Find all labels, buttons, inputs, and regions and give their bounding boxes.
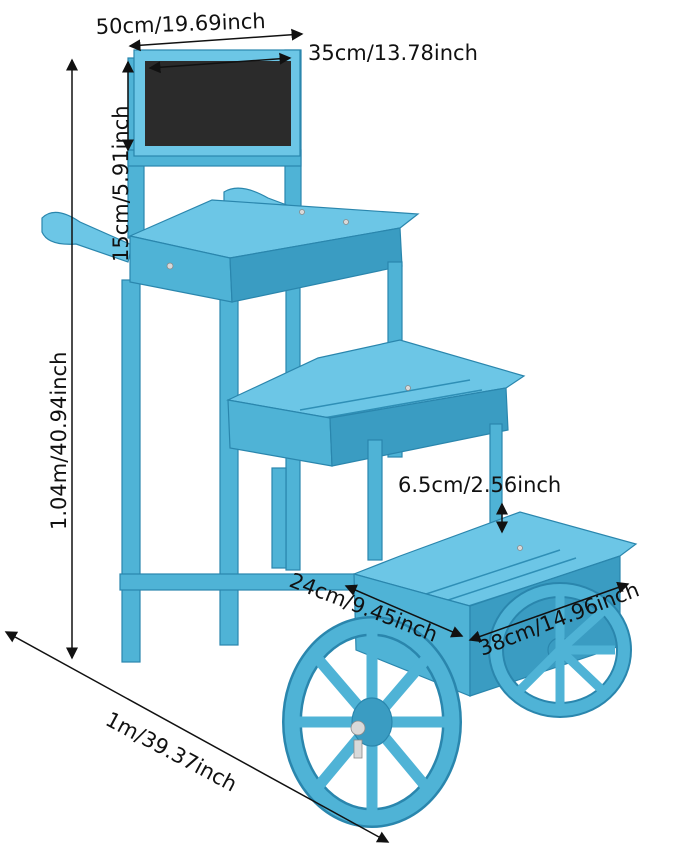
dim-total-length: 1m/39.37inch (102, 707, 241, 796)
chalkboard (145, 61, 291, 146)
dim-tray-width-line (344, 584, 464, 638)
dim-board-width-line (148, 52, 292, 74)
front-wheel (282, 616, 462, 828)
middle-leg-mid (367, 439, 383, 561)
bolt (166, 262, 174, 270)
dim-top-width: 50cm/19.69inch (95, 9, 266, 39)
dim-total-height: 1.04m/40.94inch (47, 352, 71, 530)
dim-total-length-line (4, 631, 390, 843)
dim-board-width: 35cm/13.78inch (308, 41, 478, 65)
dim-tray-depth: 6.5cm/2.56inch (398, 473, 561, 497)
slat (299, 379, 471, 411)
rear-leg-left (121, 279, 141, 663)
bolt (405, 385, 411, 391)
dim-top-width-line (128, 28, 304, 52)
bolt (343, 219, 349, 225)
bolt (517, 545, 523, 551)
dim-board-height: 15cm/5.91inch (109, 105, 133, 262)
dim-tray-length-line (468, 581, 630, 643)
rear-leg-right (219, 284, 239, 646)
bolt (299, 209, 305, 215)
middle-leg-left (271, 467, 287, 569)
slat (311, 389, 483, 421)
handle-left (41, 211, 133, 263)
